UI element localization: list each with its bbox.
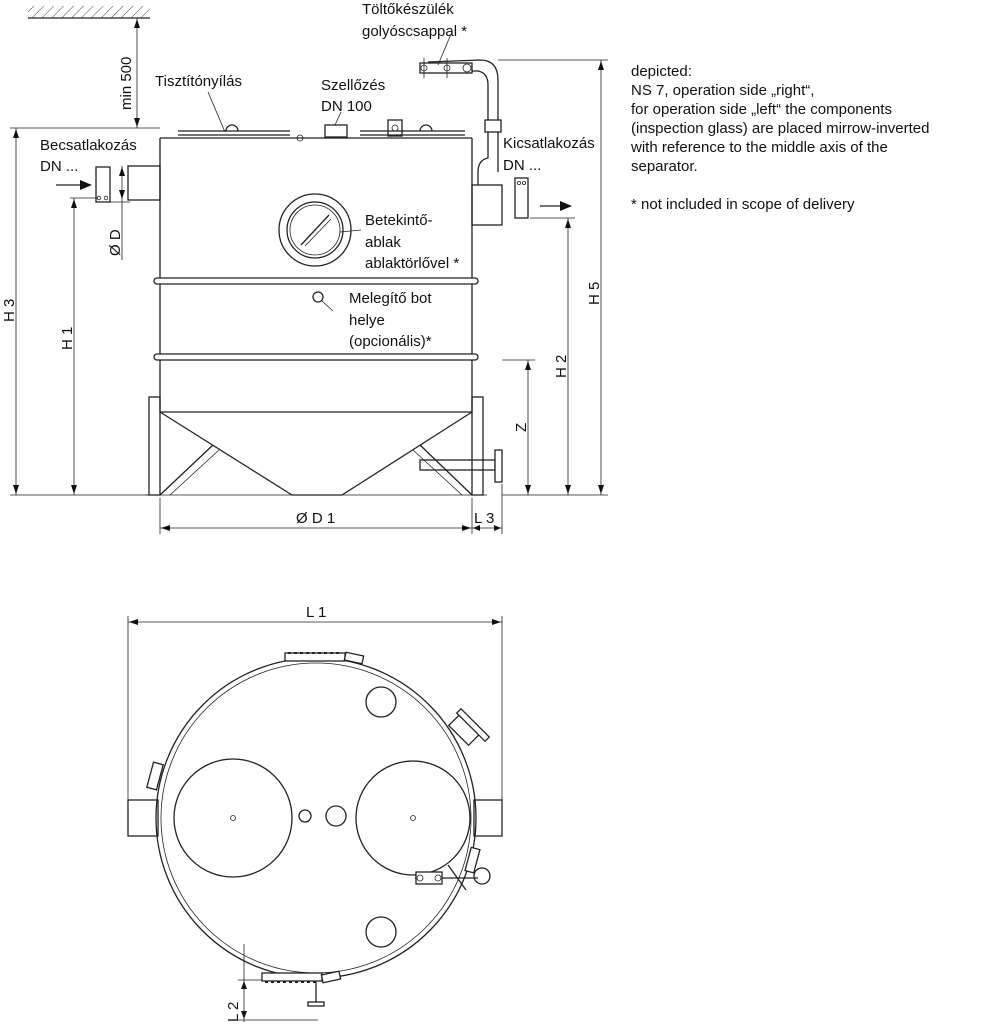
- ceiling-hatch: [28, 6, 150, 19]
- inlet-label-line1: Becsatlakozás: [40, 137, 137, 154]
- l1-label: L 1: [306, 604, 326, 621]
- notes-line: depicted:: [631, 63, 692, 80]
- inlet-label-line2: DN ...: [40, 158, 78, 175]
- l3-dimension: L 3: [472, 510, 502, 531]
- outlet-label-line1: Kicsatlakozás: [503, 135, 595, 152]
- l2-dimension: L 2: [225, 944, 318, 1022]
- heater-label-line1: Melegítő bot: [349, 290, 432, 307]
- vent-label-line2: DN 100: [321, 98, 372, 115]
- l2-label: L 2: [225, 1002, 242, 1022]
- filler-label-line2: golyóscsappal *: [362, 23, 467, 40]
- vent-label-line1: Szellőzés: [321, 77, 385, 94]
- od-dimension: Ø D: [107, 166, 130, 260]
- notes-line: with reference to the middle axis of the: [631, 139, 888, 156]
- outlet-flow-arrow: [540, 201, 572, 211]
- notes-line: NS 7, operation side „right“,: [631, 82, 815, 99]
- od-label: Ø D: [107, 229, 124, 256]
- cleaning-opening-label: Tisztítónyílás: [155, 73, 242, 90]
- notes-line: * not included in scope of delivery: [631, 196, 855, 213]
- notes-line: (inspection glass) are placed mirrow-inv…: [631, 120, 930, 137]
- z-label: Z: [513, 423, 530, 432]
- heater-label-line2: helye: [349, 312, 385, 329]
- h3-label: H 3: [1, 299, 18, 322]
- z-dimension: Z: [502, 359, 535, 495]
- h5-dimension: H 5: [498, 59, 608, 496]
- h2-label: H 2: [553, 355, 570, 378]
- inlet-flow-arrow: [56, 180, 92, 190]
- od1-label: Ø D 1: [296, 510, 335, 527]
- h2-dimension: H 2: [530, 217, 575, 495]
- h1-label: H 1: [59, 327, 76, 350]
- window-label-line1: Betekintő-: [365, 212, 433, 229]
- h1-dimension: H 1: [59, 197, 98, 495]
- od1-dimension: Ø D 1: [159, 484, 503, 534]
- notes-spacer: [631, 176, 1003, 195]
- tank-top-view: [127, 651, 503, 1007]
- min500-label: min 500: [118, 57, 135, 110]
- window-label-line2: ablak: [365, 234, 401, 251]
- h5-label: H 5: [586, 282, 603, 305]
- notes-line: for operation side „left“ the components: [631, 101, 892, 118]
- notes-panel: depicted: NS 7, operation side „right“, …: [631, 62, 1003, 214]
- heater-label-line3: (opcionális)*: [349, 333, 432, 350]
- window-label-line3: ablaktörlővel *: [365, 255, 459, 272]
- min500-dimension: min 500: [118, 18, 140, 128]
- l1-dimension: L 1: [127, 604, 503, 800]
- filler-label-line1: Töltőkészülék: [362, 1, 454, 18]
- tank-side-view: [95, 33, 529, 496]
- outlet-label-line2: DN ...: [503, 157, 541, 174]
- l3-label: L 3: [474, 510, 494, 527]
- notes-line: separator.: [631, 158, 698, 175]
- h3-dimension: H 3: [1, 127, 160, 496]
